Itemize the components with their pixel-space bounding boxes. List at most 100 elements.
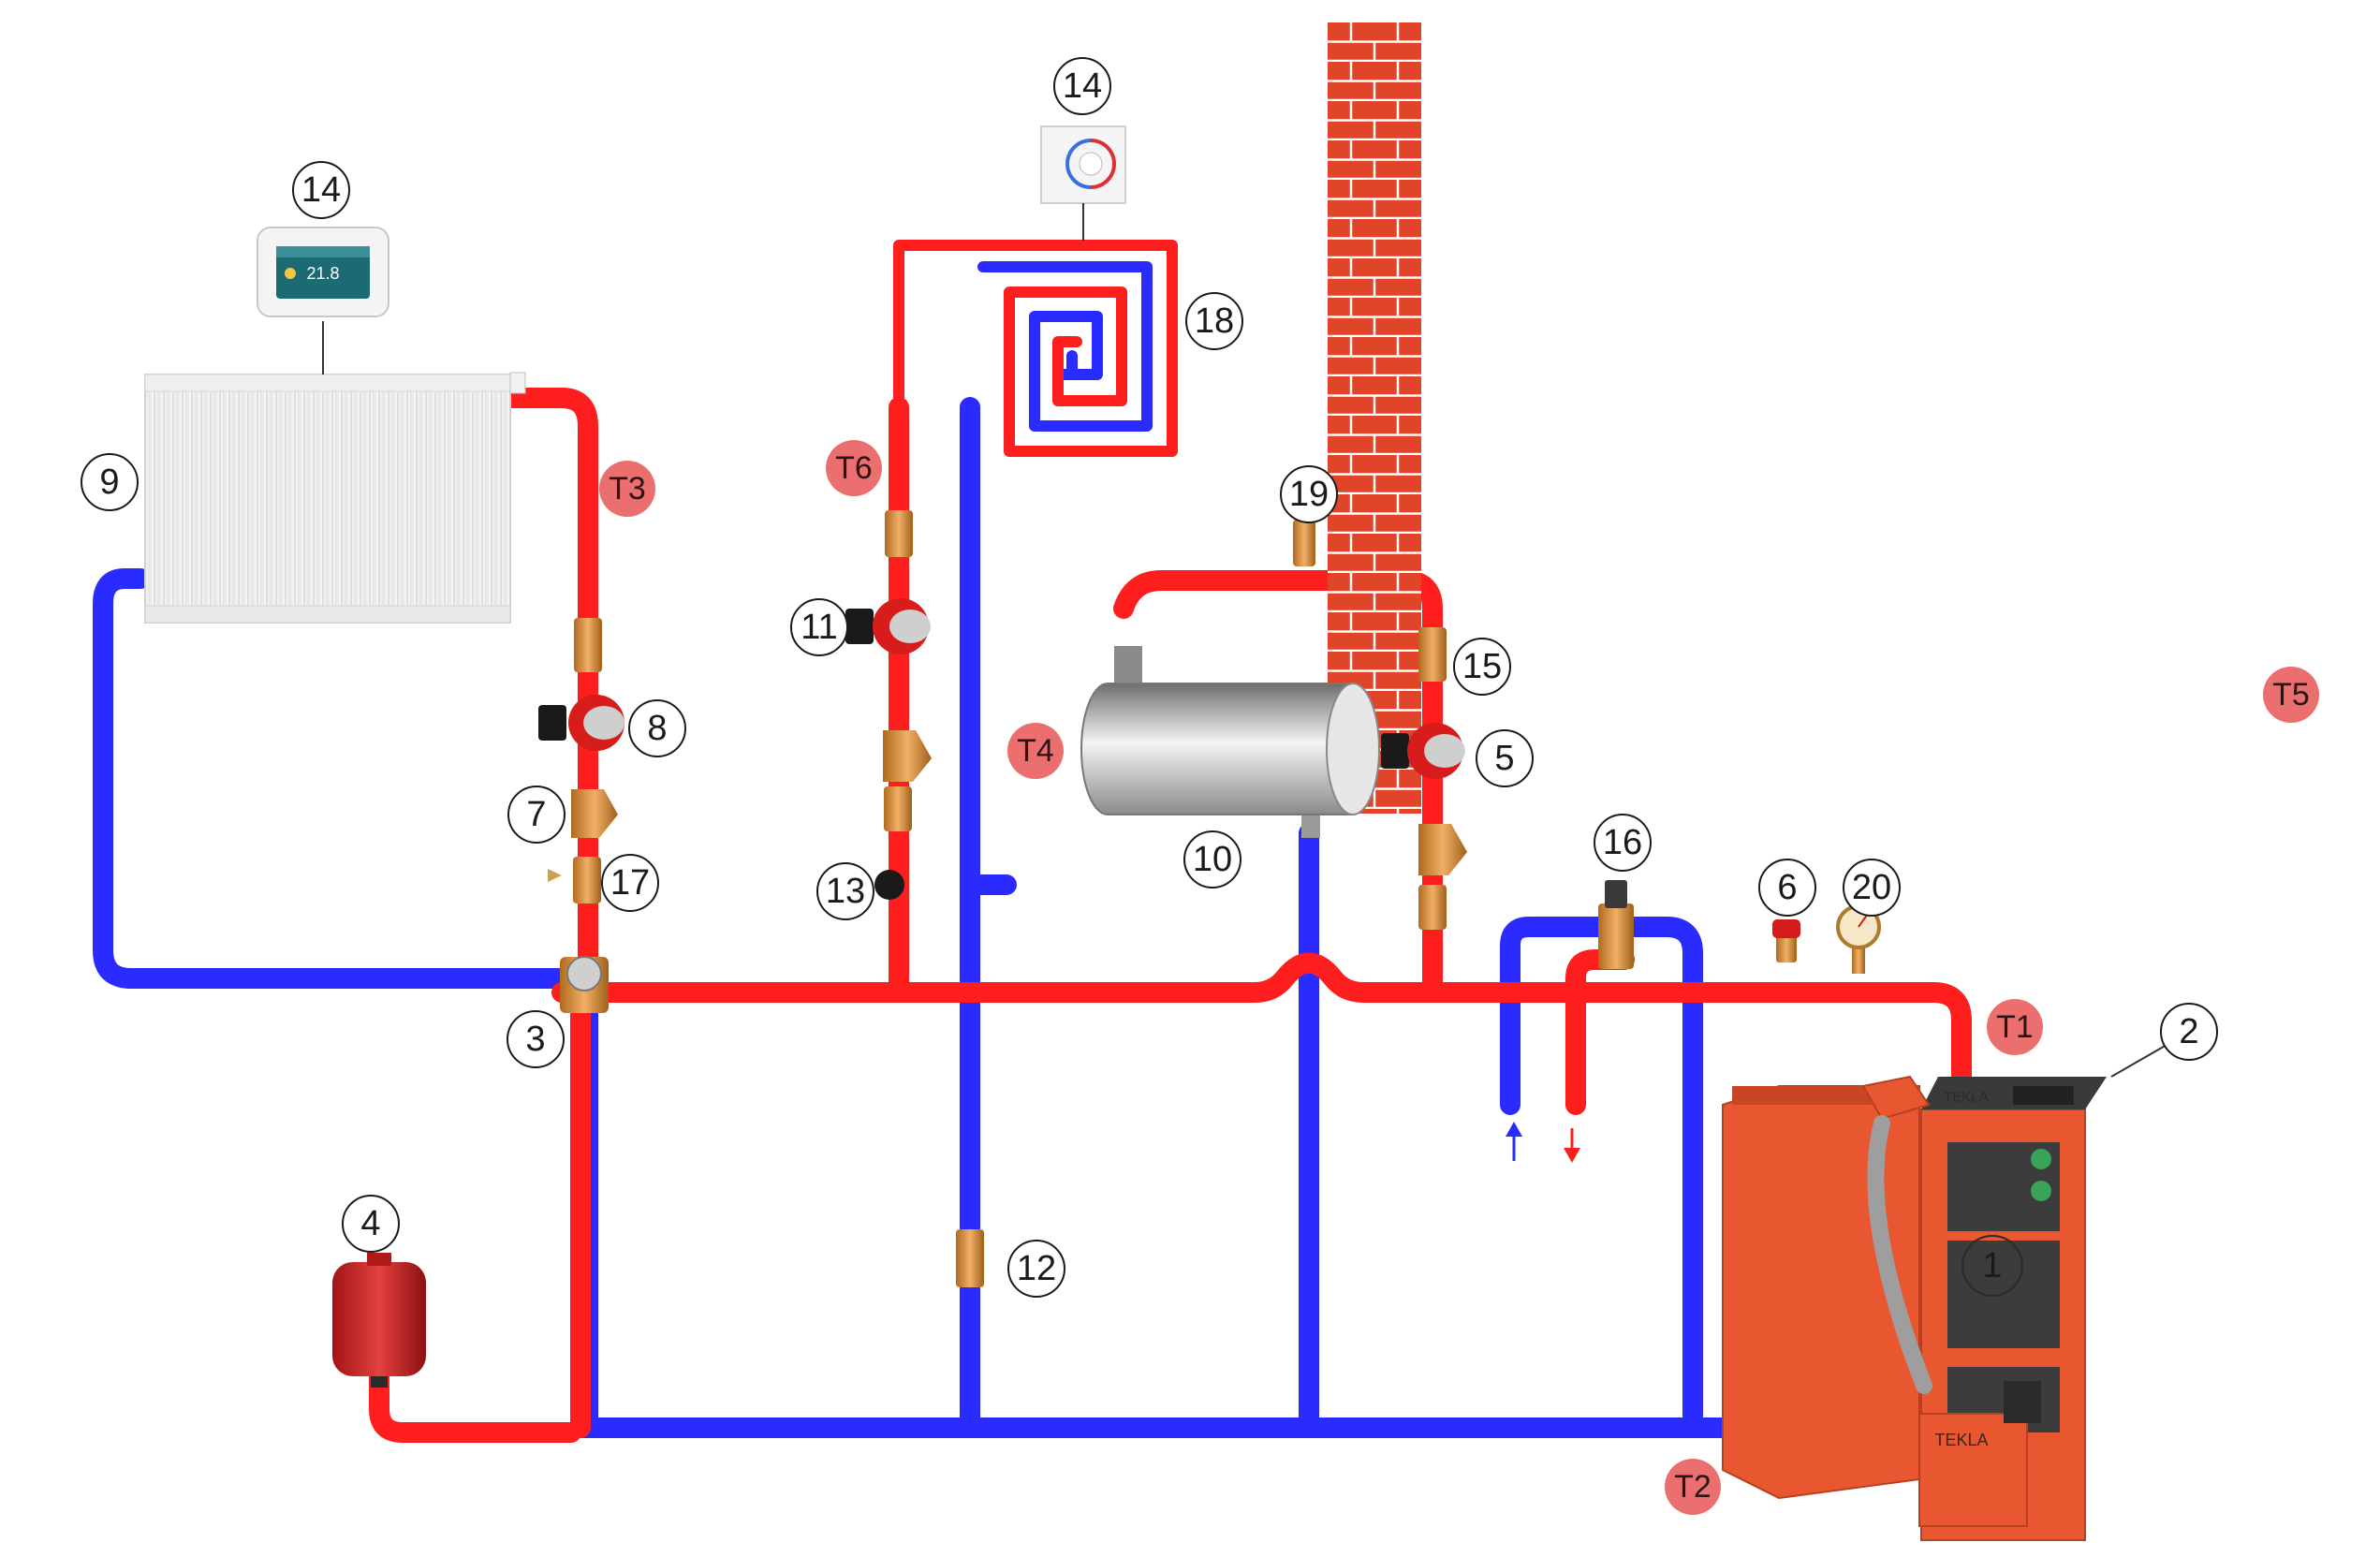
mixing-valve-16 — [1598, 903, 1634, 969]
label-12: 12 — [1007, 1240, 1065, 1298]
pump-5 — [1381, 723, 1465, 779]
label-19: 19 — [1280, 465, 1338, 523]
svg-text:9: 9 — [99, 463, 119, 502]
label-18: 18 — [1185, 292, 1243, 350]
boiler-brand-burner: TEKLA — [1934, 1431, 1988, 1449]
brick-wall — [1328, 22, 1421, 814]
label-7: 7 — [507, 786, 566, 844]
svg-text:7: 7 — [526, 795, 546, 834]
flow-arrows — [1506, 1122, 1580, 1163]
sensor-t3: T3 — [599, 461, 655, 517]
boiler-display — [2013, 1086, 2074, 1105]
valve-5-lower — [1418, 885, 1447, 930]
strainers — [571, 730, 1467, 875]
air-vent-19 — [1293, 520, 1315, 566]
svg-text:T3: T3 — [609, 471, 646, 507]
label-11: 11 — [790, 598, 848, 656]
label-10: 10 — [1183, 830, 1241, 889]
label-20: 20 — [1843, 859, 1901, 917]
air-vent-icon — [509, 372, 526, 394]
floor-coil-hot — [893, 240, 1178, 457]
strainer-11 — [883, 730, 932, 782]
svg-text:10: 10 — [1193, 840, 1232, 879]
label-5: 5 — [1476, 729, 1534, 787]
radiator-return-pipe — [93, 568, 572, 989]
safety-valve-6 — [1776, 934, 1797, 962]
gauge-stem-20 — [1852, 946, 1865, 974]
boiler-brand-top: TEKLA — [1944, 1090, 1989, 1106]
svg-text:1: 1 — [1982, 1246, 2002, 1285]
label-3: 3 — [507, 1010, 565, 1068]
sensor-t6: T6 — [826, 440, 882, 496]
hot-pipes — [369, 388, 1972, 1452]
floor-coil-cold — [977, 261, 1153, 432]
svg-text:16: 16 — [1603, 823, 1642, 862]
label-15: 15 — [1453, 638, 1511, 696]
cold-water-inlet-pipe — [1500, 917, 1703, 1438]
label-8: 8 — [628, 699, 686, 757]
svg-text:20: 20 — [1852, 868, 1891, 907]
svg-text:6: 6 — [1777, 868, 1797, 907]
svg-text:18: 18 — [1195, 301, 1234, 341]
storage-tank — [1080, 646, 1380, 838]
mixing-valve-head — [1605, 880, 1627, 908]
svg-text:T4: T4 — [1017, 733, 1054, 769]
label-6: 6 — [1758, 859, 1816, 917]
svg-text:17: 17 — [610, 863, 650, 903]
svg-text:T6: T6 — [835, 450, 873, 486]
sensor-t1: T1 — [1987, 999, 2043, 1055]
valve-17 — [573, 857, 601, 903]
svg-text:14: 14 — [1063, 66, 1102, 106]
svg-text:11: 11 — [801, 608, 837, 647]
radiator — [144, 372, 526, 624]
number-labels: 1 2 3 4 5 6 7 8 9 10 11 12 13 14 14 15 1… — [81, 57, 2218, 1298]
valve-11-lower — [884, 786, 912, 831]
sensor-t2: T2 — [1665, 1459, 1721, 1515]
label-14-controller: 14 — [292, 161, 350, 219]
sensor-tags: T1 T2 T3 T4 T5 T6 — [599, 440, 2319, 1515]
cold-in-arrow-icon — [1506, 1122, 1522, 1161]
shutoff-valves — [548, 786, 1447, 930]
label-4: 4 — [342, 1195, 400, 1253]
fitting-t6 — [885, 510, 913, 557]
fitting-15 — [1418, 627, 1447, 682]
svg-text:8: 8 — [647, 709, 667, 748]
label-9: 9 — [81, 453, 139, 511]
pipework — [93, 240, 1972, 1452]
svg-text:T2: T2 — [1674, 1469, 1712, 1505]
feed-auger — [1867, 1115, 1932, 1394]
svg-text:2: 2 — [2179, 1012, 2198, 1051]
boiler: TEKLA TEKLA — [1722, 1075, 2107, 1541]
sensor-t4: T4 — [1007, 723, 1064, 779]
room-controller: 21.8 — [257, 227, 389, 317]
svg-text:19: 19 — [1289, 475, 1329, 514]
strainer-5 — [1418, 824, 1467, 875]
radiator-supply-pipe — [500, 388, 598, 979]
svg-text:3: 3 — [525, 1020, 545, 1059]
label-2: 2 — [2160, 1003, 2218, 1061]
pumps — [538, 598, 1465, 779]
pump-11 — [845, 598, 931, 654]
svg-text:T1: T1 — [1996, 1009, 2034, 1045]
fitting-8-top — [574, 618, 602, 672]
label-14-thermostat: 14 — [1053, 57, 1111, 115]
svg-text:4: 4 — [360, 1204, 380, 1243]
expansion-tank — [332, 1253, 426, 1388]
hot-out-arrow-icon — [1564, 1128, 1580, 1163]
label-16: 16 — [1594, 814, 1652, 872]
svg-text:12: 12 — [1017, 1249, 1056, 1288]
fittings — [574, 510, 1865, 1287]
label-1: 1 — [1961, 1235, 2023, 1297]
svg-text:14: 14 — [301, 170, 341, 210]
sensor-t5: T5 — [2263, 667, 2319, 723]
check-valve-12 — [956, 1229, 984, 1287]
label-13: 13 — [816, 862, 874, 920]
svg-text:13: 13 — [826, 872, 865, 911]
room-thermostat — [1040, 125, 1126, 204]
svg-text:5: 5 — [1494, 739, 1514, 778]
three-way-valve-3 — [560, 956, 609, 1013]
hot-water-outlet-pipe — [1565, 949, 1635, 1115]
pump-8 — [538, 695, 624, 751]
